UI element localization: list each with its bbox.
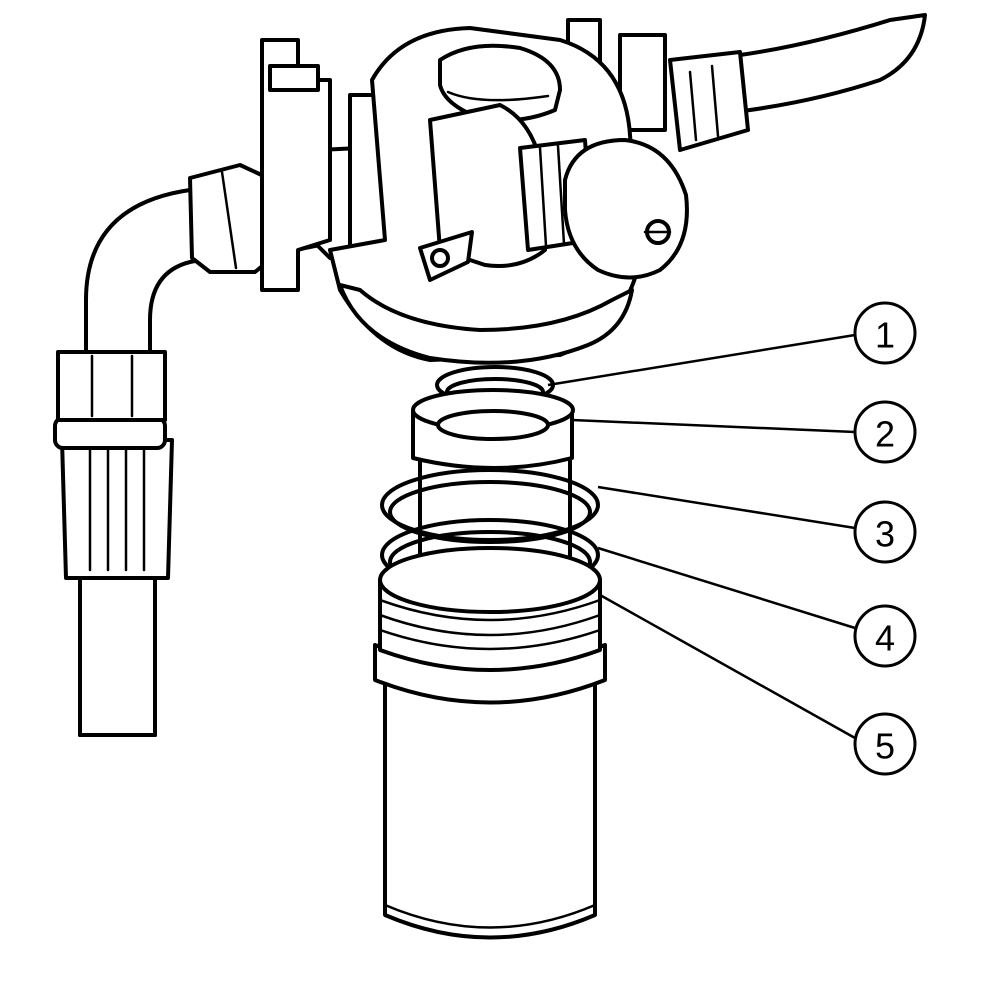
- callout-2: 2: [853, 400, 917, 464]
- callout-1: 1: [853, 301, 917, 365]
- leader-4: [597, 546, 856, 630]
- callout-3-label: 3: [875, 514, 895, 555]
- filter-head: [260, 13, 927, 365]
- leader-lines: [547, 333, 856, 740]
- callout-3: 3: [853, 500, 917, 564]
- callout-5: 5: [853, 712, 917, 776]
- part-5-filter-bowl: [373, 546, 607, 940]
- leader-3: [597, 485, 856, 530]
- callout-1-label: 1: [875, 315, 895, 356]
- part-3-o-ring: [380, 468, 600, 544]
- callout-2-label: 2: [875, 414, 895, 455]
- leader-5: [599, 593, 856, 740]
- leader-1: [547, 333, 856, 387]
- callout-5-label: 5: [875, 726, 895, 767]
- callout-4: 4: [853, 604, 917, 668]
- leader-2: [571, 418, 856, 434]
- callout-4-label: 4: [875, 618, 895, 659]
